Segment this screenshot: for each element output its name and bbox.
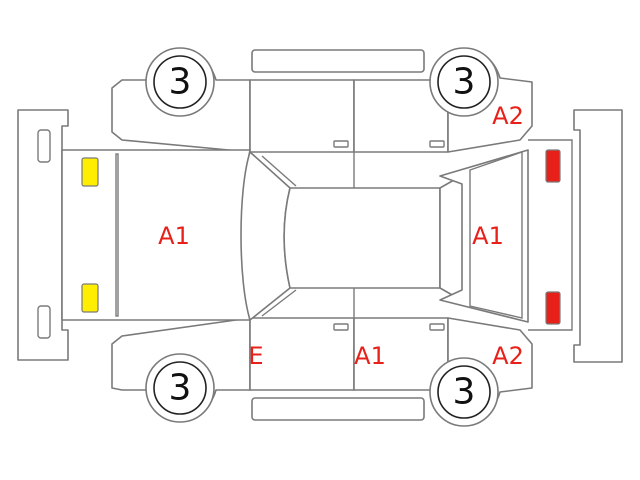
right-pillar-line: [261, 289, 297, 317]
wheel-rear-left-number: 3: [453, 62, 476, 103]
windshield[interactable]: [240, 151, 291, 321]
code-right-front-door: E: [248, 342, 263, 370]
left-front-door-handle: [333, 140, 349, 148]
taillight-right: [545, 291, 561, 325]
code-rear-hatch: A1: [472, 222, 504, 250]
rear-bumper[interactable]: [573, 109, 623, 363]
wheel-front-right[interactable]: 3: [145, 353, 215, 423]
code-hood: A1: [158, 222, 190, 250]
left-rear-door-handle: [429, 140, 445, 148]
taillight-left: [545, 149, 561, 183]
code-right-rear-quarter: A2: [492, 342, 524, 370]
right-front-door-handle: [333, 323, 349, 331]
hood-inner-line: [115, 153, 119, 317]
wheel-rear-right[interactable]: 3: [429, 357, 499, 427]
left-roof-rail[interactable]: [251, 49, 425, 73]
code-right-rear-door: A1: [354, 342, 386, 370]
wheel-front-right-number: 3: [169, 368, 192, 409]
wheel-front-left-number: 3: [169, 62, 192, 103]
wheel-front-left[interactable]: 3: [145, 47, 215, 117]
front-bumper[interactable]: [17, 109, 69, 361]
rear-hatch-glass: [469, 151, 523, 319]
rear-panel: [528, 139, 573, 331]
left-pillar-line: [261, 155, 297, 187]
wheel-rear-right-number: 3: [453, 372, 476, 413]
code-left-rear-quarter: A2: [492, 102, 524, 130]
roof[interactable]: [283, 187, 441, 289]
right-front-door[interactable]: [249, 317, 355, 391]
headlight-right: [81, 283, 99, 313]
headlight-left: [81, 157, 99, 187]
right-rear-door-handle: [429, 323, 445, 331]
rear-hatch[interactable]: [439, 149, 529, 323]
wheel-rear-left[interactable]: 3: [429, 47, 499, 117]
right-roof-rail[interactable]: [251, 397, 425, 421]
